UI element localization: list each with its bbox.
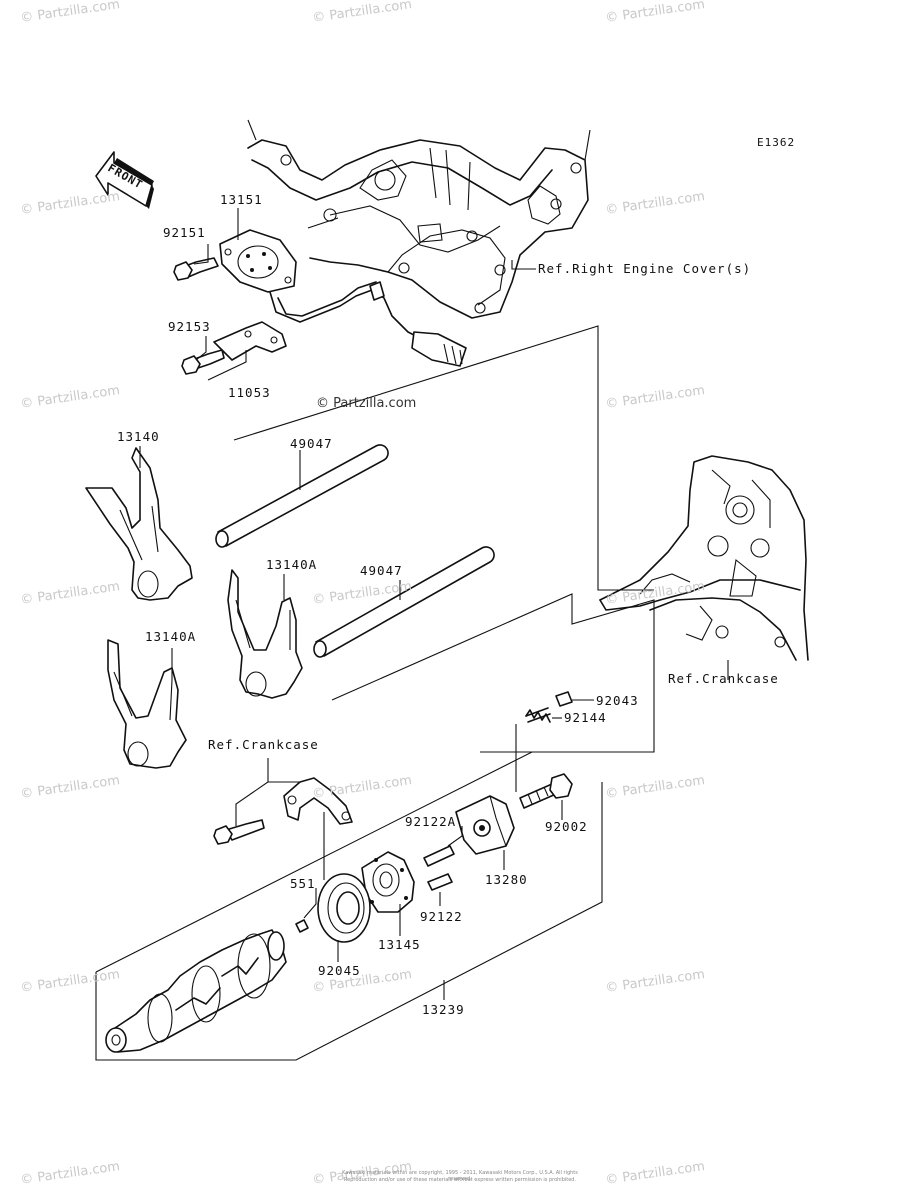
part-label-13151[interactable]: 13151 — [220, 192, 263, 207]
shift-fork-13140A-lower — [107, 639, 187, 769]
part-label-13145[interactable]: 13145 — [378, 937, 421, 952]
bolt-92151 — [173, 257, 219, 281]
leader-lines — [95, 208, 729, 1061]
part-label-13140A-upper[interactable]: 13140A — [266, 557, 318, 572]
copyright-line-2: Reproduction and/or use of these materia… — [343, 1177, 577, 1183]
shift-fork-13140 — [85, 447, 193, 601]
dowel-pin-551 — [295, 919, 309, 933]
part-label-92043[interactable]: 92043 — [596, 693, 639, 708]
part-label-13239[interactable]: 13239 — [422, 1002, 465, 1017]
pin-92043 — [555, 691, 573, 707]
part-label-92153[interactable]: 92153 — [168, 319, 211, 334]
bolt-92002 — [519, 773, 573, 809]
part-label-92122[interactable]: 92122 — [420, 909, 463, 924]
retainer-plate — [283, 777, 353, 825]
spring-92144 — [525, 707, 551, 723]
copyright-line-1: Kawasaki materials within are copyright,… — [342, 1170, 578, 1182]
crankcase-section — [599, 455, 809, 661]
part-label-551[interactable]: 551 — [290, 876, 316, 891]
part-label-92144[interactable]: 92144 — [564, 710, 607, 725]
bracket-11053 — [181, 321, 287, 375]
stopper-lever-13280 — [455, 795, 515, 855]
part-label-92045[interactable]: 92045 — [318, 963, 361, 978]
part-label-49047-lower[interactable]: 49047 — [360, 563, 403, 578]
gear-position-sensor — [219, 229, 467, 367]
part-label-13140A-lower[interactable]: 13140A — [145, 629, 197, 644]
right-engine-cover — [247, 119, 591, 319]
part-label-13140[interactable]: 13140 — [117, 429, 160, 444]
part-label-92002[interactable]: 92002 — [545, 819, 588, 834]
shift-rod-upper — [215, 444, 389, 548]
ref-right-engine-cover-label[interactable]: Ref.Right Engine Cover(s) — [538, 261, 752, 276]
part-label-92151[interactable]: 92151 — [163, 225, 206, 240]
shift-fork-13140A-upper — [227, 569, 303, 699]
ref-crankcase-right-label[interactable]: Ref.Crankcase — [668, 671, 779, 686]
shift-rod-lower — [313, 546, 495, 658]
pin-92122 — [427, 873, 453, 891]
bearing-92045 — [317, 873, 371, 943]
part-label-13280[interactable]: 13280 — [485, 872, 528, 887]
diagram-code: E1362 — [757, 136, 796, 149]
retainer-bolt — [213, 819, 265, 845]
watermark-center: © Partzilla.com — [316, 396, 417, 411]
front-arrow-icon — [95, 151, 154, 209]
part-label-92122A[interactable]: 92122A — [405, 814, 457, 829]
pin-92122A — [423, 845, 455, 867]
part-label-11053[interactable]: 11053 — [228, 385, 271, 400]
ref-crankcase-left-label[interactable]: Ref.Crankcase — [208, 737, 319, 752]
part-label-49047-upper[interactable]: 49047 — [290, 436, 333, 451]
shift-drum-13239 — [105, 929, 287, 1053]
